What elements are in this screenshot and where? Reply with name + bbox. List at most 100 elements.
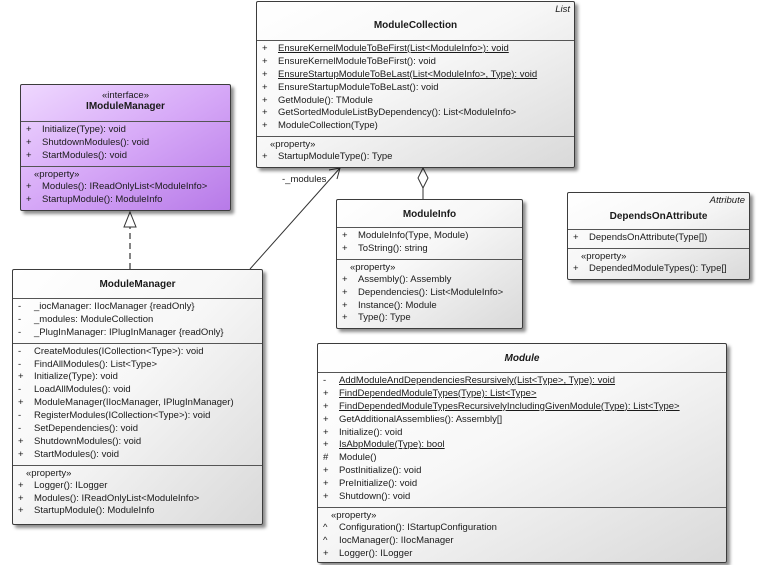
visibility-marker: + <box>262 151 268 163</box>
operation-row: -SetDependencies(): void <box>13 423 262 436</box>
visibility-marker: + <box>323 478 329 490</box>
operations-section: +ModuleInfo(Type, Module)+ToString(): st… <box>337 228 522 260</box>
property-row: +Type(): Type <box>337 312 522 325</box>
visibility-marker: - <box>323 375 327 386</box>
operations-section: - AddModuleAndDependenciesResursively(Lis… <box>318 373 726 508</box>
class-name: ModuleManager <box>99 279 176 290</box>
property-row: + Dependencies(): List<ModuleInfo> <box>337 287 522 300</box>
member-signature: _iocManager: IIocManager {readOnly} <box>34 301 195 312</box>
property-stereotype: «property» <box>331 509 377 521</box>
operation-row: -RegisterModules(ICollection<Type>): voi… <box>13 410 262 423</box>
member-signature: _PlugInManager: IPlugInManager {readOnly… <box>34 326 224 338</box>
operation-row: + EnsureKernelModuleToBeFirst(): void <box>257 56 574 69</box>
visibility-marker: ^ <box>323 534 328 546</box>
visibility-marker: - <box>18 326 22 338</box>
member-signature: EnsureKernelModuleToBeFirst(): void <box>278 55 436 67</box>
property-row: +Instance(): Module <box>337 300 522 313</box>
depends-on-attribute-class[interactable]: Attribute DependsOnAttribute +DependsOnA… <box>567 192 750 280</box>
visibility-marker: + <box>323 491 329 503</box>
visibility-marker: + <box>18 448 24 460</box>
member-signature: Logger(): ILogger <box>34 479 108 491</box>
member-signature: EnsureKernelModuleToBeFirst(List<ModuleI… <box>278 43 509 54</box>
member-signature: StartModules(): void <box>34 448 120 460</box>
property-row: + Modules(): IReadOnlyList<ModuleInfo> <box>21 181 230 194</box>
operations-section: + EnsureKernelModuleToBeFirst(List<Module… <box>257 41 574 138</box>
member-signature: Modules(): IReadOnlyList<ModuleInfo> <box>42 180 208 192</box>
visibility-marker: - <box>18 410 22 422</box>
operations-section: +Initialize(Type): void+ShutdownModules(… <box>21 122 230 167</box>
property-row: + Logger(): ILogger <box>318 548 726 561</box>
property-row: ^ Configuration(): IStartupConfiguration <box>318 522 726 535</box>
operation-row: -LoadAllModules(): void <box>13 384 262 397</box>
member-signature: AddModuleAndDependenciesResursively(List… <box>339 375 616 386</box>
operation-row: +ShutdownModules(): void <box>13 436 262 449</box>
operation-row: +FindDependedModuleTypesRecursivelyInclu… <box>318 401 726 414</box>
class-name: ModuleCollection <box>373 20 458 31</box>
class-tag: Attribute <box>709 195 745 206</box>
visibility-marker: + <box>26 180 32 192</box>
property-row: +DependedModuleTypes(): Type[] <box>568 263 749 276</box>
member-signature: Initialize(Type): void <box>42 124 126 135</box>
member-signature: FindAllModules(): List<Type> <box>34 358 158 370</box>
operation-row: - AddModuleAndDependenciesResursively(Lis… <box>318 375 726 388</box>
visibility-marker: + <box>323 426 329 438</box>
member-signature: SetDependencies(): void <box>34 423 139 435</box>
operation-row: +FindDependedModuleTypes(Type): List<Typ… <box>318 388 726 401</box>
visibility-marker: + <box>18 505 24 517</box>
properties-section: «property» +StartupModuleType(): Type <box>257 137 574 167</box>
operation-row: +StartModules(): void <box>21 150 230 163</box>
visibility-marker: + <box>26 136 32 148</box>
member-signature: StartupModuleType(): Type <box>278 151 393 163</box>
member-signature: PostInitialize(): void <box>339 465 422 477</box>
member-signature: ModuleInfo(Type, Module) <box>358 230 469 241</box>
member-signature: DependedModuleTypes(): Type[] <box>589 262 727 274</box>
operation-row: +Initialize(): void <box>318 427 726 440</box>
module-manager-class[interactable]: ModuleManager - _iocManager: IIocManager … <box>12 269 263 525</box>
aggregation-diamond <box>417 166 429 190</box>
visibility-marker: + <box>262 120 268 132</box>
visibility-marker: - <box>18 423 22 435</box>
visibility-marker: + <box>18 479 24 491</box>
visibility-marker: + <box>323 413 329 425</box>
class-name: Module <box>504 353 540 364</box>
property-row: +StartupModule(): ModuleInfo <box>13 505 262 518</box>
visibility-marker: - <box>18 313 22 325</box>
property-row: + StartupModuleType(): Type <box>257 151 574 164</box>
module-collection-class[interactable]: List ModuleCollection +EnsureKernelModul… <box>256 1 575 168</box>
imodule-manager-interface[interactable]: «interface» IModuleManager +Initialize(T… <box>20 84 231 211</box>
operation-row: +EnsureStartupModuleToBeLast(List<Module… <box>257 69 574 82</box>
visibility-marker: + <box>262 55 268 67</box>
member-signature: StartupModule(): ModuleInfo <box>42 193 163 205</box>
visibility-marker: + <box>262 81 268 93</box>
properties-section: «property» +Logger(): ILogger+Modules():… <box>13 466 262 522</box>
member-signature: Instance(): Module <box>358 299 437 311</box>
member-signature: Configuration(): IStartupConfiguration <box>339 521 497 533</box>
visibility-marker: + <box>342 286 348 298</box>
visibility-marker: + <box>26 193 32 205</box>
operation-row: +ModuleInfo(Type, Module) <box>337 230 522 243</box>
property-row: +Assembly(): Assembly <box>337 274 522 287</box>
member-signature: StartModules(): void <box>42 149 128 161</box>
visibility-marker: + <box>323 547 329 559</box>
visibility-marker: + <box>262 107 268 119</box>
member-signature: GetModule(): TModule <box>278 94 373 106</box>
operation-row: -FindAllModules(): List<Type> <box>13 359 262 372</box>
attributes-section: -_iocManager: IIocManager {readOnly}-_mo… <box>13 299 262 344</box>
visibility-marker: + <box>323 439 329 451</box>
module-class[interactable]: Module - AddModuleAndDependenciesResursiv… <box>317 343 727 563</box>
operation-row: +GetAdditionalAssemblies(): Assembly[] <box>318 414 726 427</box>
module-info-class[interactable]: ModuleInfo +ModuleInfo(Type, Module)+ToS… <box>336 199 523 329</box>
properties-section: «property» +Modules(): IReadOnlyList<Mod… <box>21 167 230 210</box>
member-signature: Modules(): IReadOnlyList<ModuleInfo> <box>34 492 200 504</box>
operation-row: +PostInitialize(): void <box>318 465 726 478</box>
member-signature: GetSortedModuleListByDependency(): List<… <box>278 107 517 119</box>
properties-section: «property» +DependedModuleTypes(): Type[… <box>568 249 749 279</box>
member-signature: ModuleManager(IIocManager, IPlugInManage… <box>34 397 234 409</box>
operation-row: +Initialize(Type): void <box>13 371 262 384</box>
member-signature: Logger(): ILogger <box>339 547 413 559</box>
member-signature: Dependencies(): List<ModuleInfo> <box>358 286 504 298</box>
visibility-marker: + <box>18 492 24 504</box>
visibility-marker: + <box>262 94 268 106</box>
visibility-marker: ^ <box>323 521 328 533</box>
property-row: + StartupModule(): ModuleInfo <box>21 194 230 207</box>
